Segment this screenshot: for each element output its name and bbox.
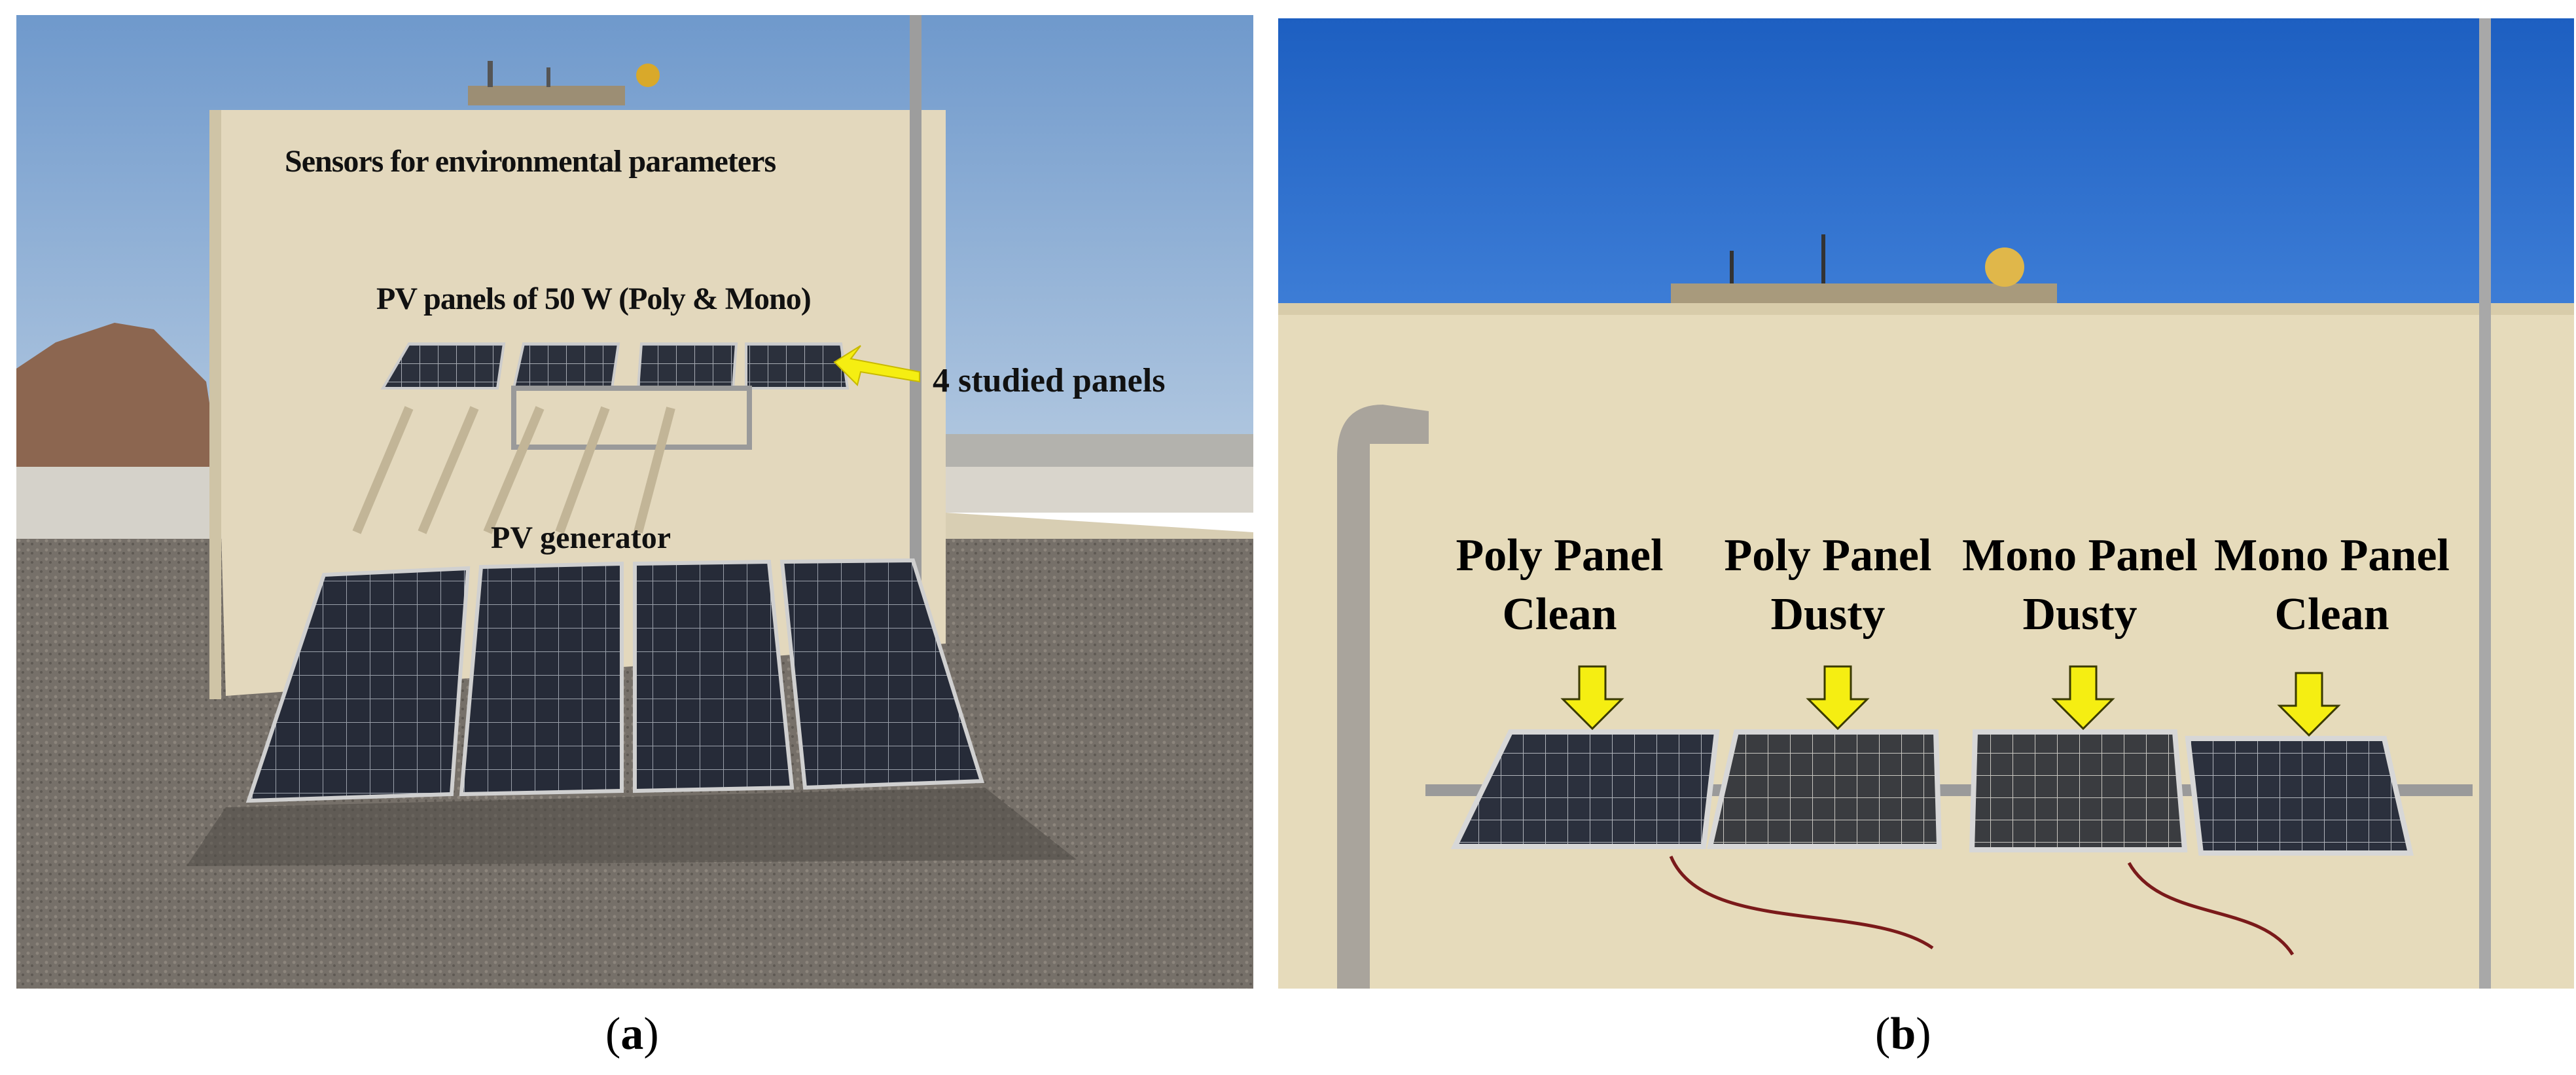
caption-a-letter: a (620, 1009, 644, 1059)
label-sensors: Sensors for environmental parameters (285, 144, 776, 179)
label-poly-dusty-l2: Dusty (1770, 589, 1886, 640)
label-poly-clean: Poly Panel Clean (1445, 526, 1674, 644)
photo-a: Sensors for environmental parameters PV … (16, 15, 1253, 989)
label-poly-dusty-l1: Poly Panel (1724, 530, 1932, 581)
label-pv-generator: PV generator (491, 520, 671, 555)
label-poly-clean-l1: Poly Panel (1456, 530, 1664, 581)
label-mono-dusty-l1: Mono Panel (1962, 530, 2198, 581)
label-poly-clean-l2: Clean (1502, 589, 1617, 640)
label-mono-dusty-l2: Dusty (2022, 589, 2138, 640)
label-mono-dusty: Mono Panel Dusty (1956, 526, 2204, 644)
caption-a: (a) (605, 1009, 659, 1059)
label-mono-clean-l2: Clean (2274, 589, 2389, 640)
label-poly-dusty: Poly Panel Dusty (1710, 526, 1946, 644)
photo-b: Poly Panel Clean Poly Panel Dusty Mono P… (1278, 18, 2574, 989)
caption-b: (b) (1875, 1009, 1931, 1059)
photo-b-scene (1278, 18, 2574, 989)
panels-b (1450, 729, 2414, 856)
label-mono-clean-l1: Mono Panel (2214, 530, 2450, 581)
label-mono-clean: Mono Panel Clean (2208, 526, 2456, 644)
caption-b-letter: b (1890, 1009, 1916, 1059)
photo-a-scene (16, 15, 1253, 989)
label-pv-panels: PV panels of 50 W (Poly & Mono) (376, 282, 812, 316)
pv-generator-panels (245, 558, 985, 803)
label-studied-panels: 4 studied panels (933, 362, 1166, 399)
down-arrows-b (1560, 665, 2341, 737)
small-panels-a (380, 342, 850, 450)
